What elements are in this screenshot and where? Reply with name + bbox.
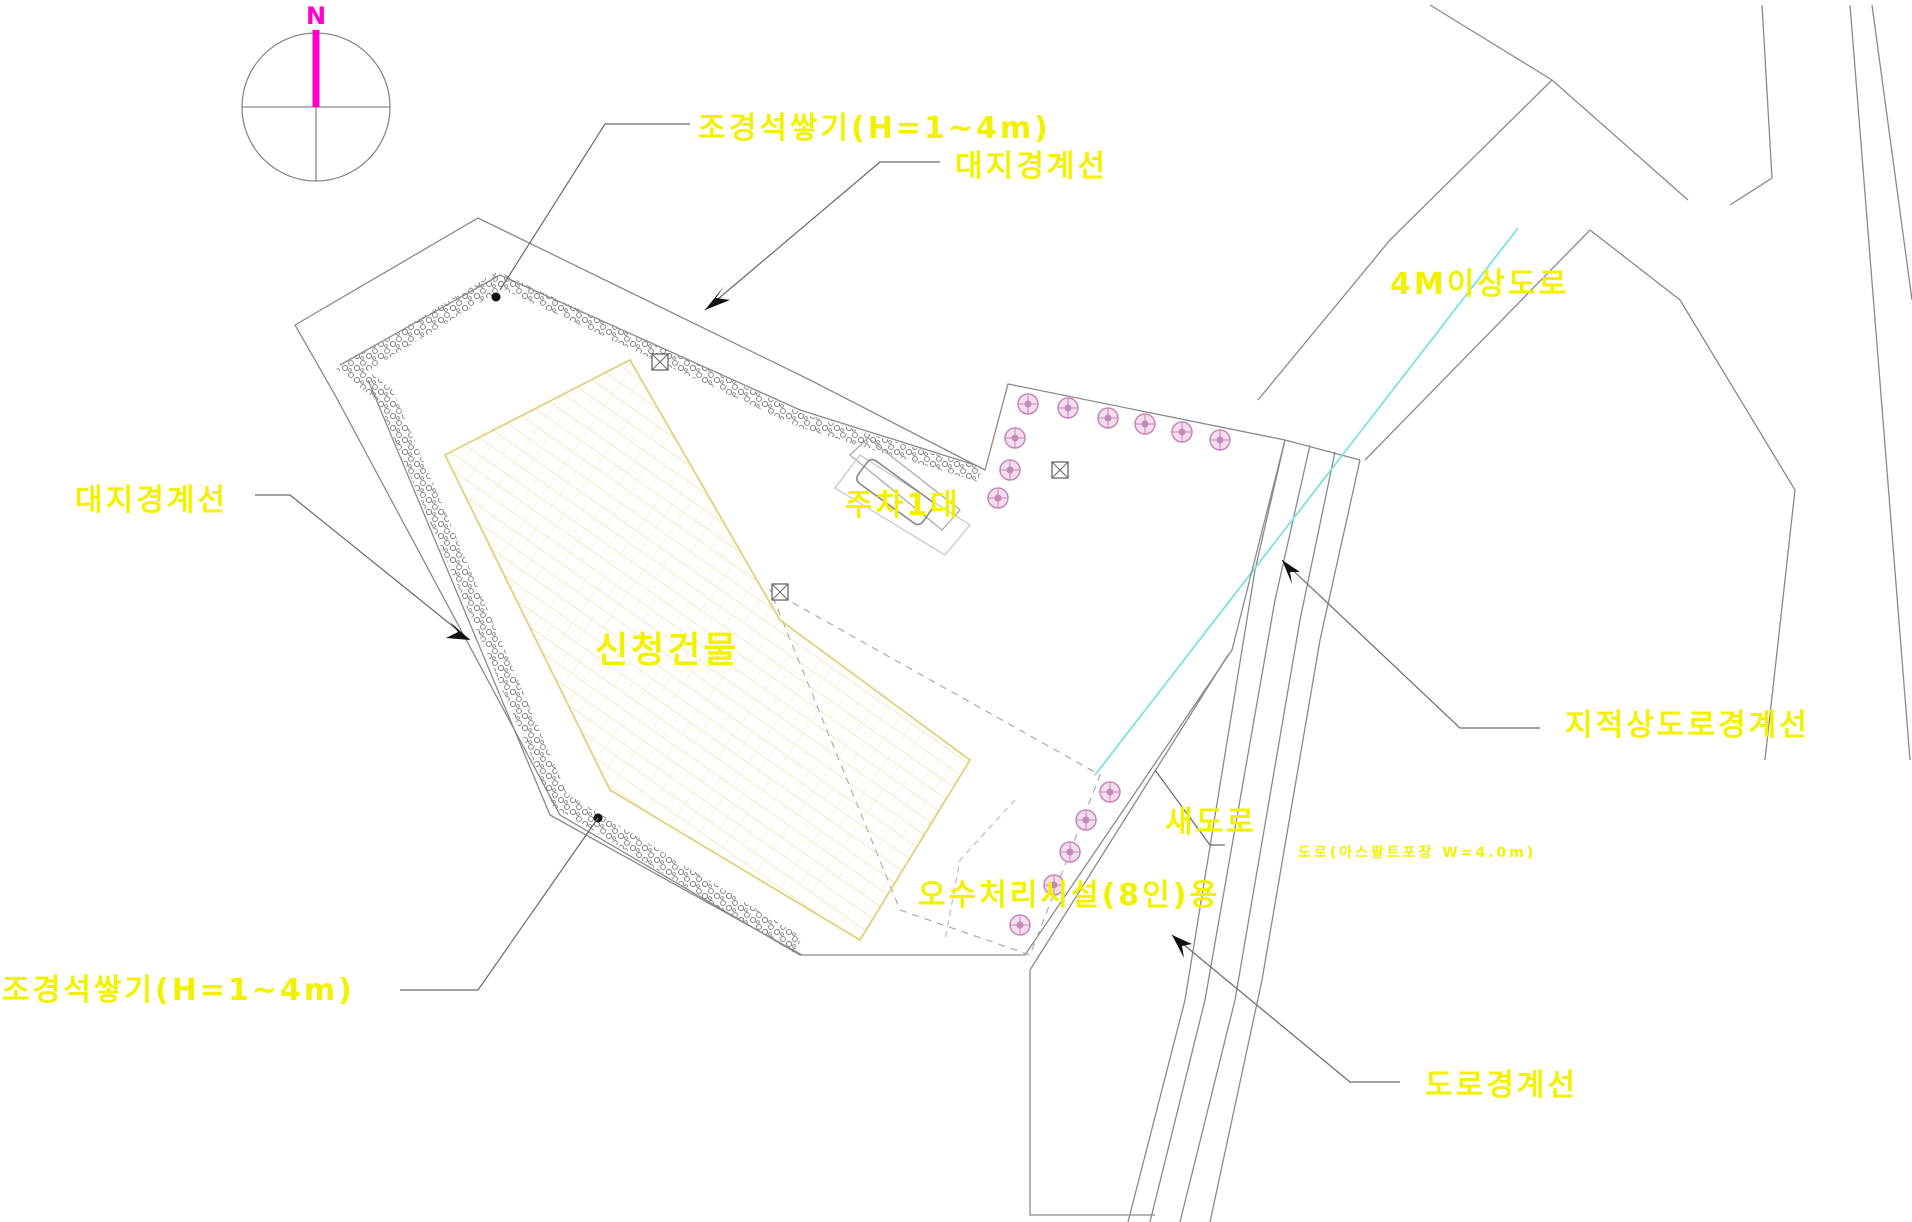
label-cadastral-road-boundary: 지적상도로경계선 — [1565, 708, 1810, 743]
label-sewage: 오수처리시설(8인)용 — [918, 878, 1220, 913]
manhole-icon — [651, 353, 669, 371]
label-retaining-top: 조경석쌓기(H=1~4m) — [698, 111, 1051, 146]
tree-icon — [1075, 809, 1097, 831]
tree-icon — [1097, 407, 1119, 429]
tree-icon — [1017, 393, 1039, 415]
site-boundary — [294, 217, 1286, 956]
north-arrow-icon: N — [241, 2, 391, 182]
tree-icon — [1059, 841, 1081, 863]
label-road-boundary: 도로경계선 — [1425, 1068, 1578, 1103]
label-new-road: 새도로 — [1165, 805, 1257, 840]
road-centerline — [1094, 227, 1519, 776]
leader-lines — [255, 123, 1540, 1083]
label-retaining-bottom: 조경석쌓기(H=1~4m) — [2, 973, 355, 1008]
tree-icon — [1134, 413, 1156, 435]
parking-stall — [834, 437, 971, 556]
building-footprint — [443, 358, 972, 942]
label-site-boundary-top: 대지경계선 — [955, 149, 1108, 184]
tree-icon — [1171, 421, 1193, 443]
trees — [987, 393, 1231, 936]
tree-icon — [1099, 781, 1121, 803]
manhole-icon — [771, 583, 789, 601]
surrounding-parcel-lines — [1257, 4, 1912, 761]
road-lines — [1029, 439, 1361, 1222]
label-new-road-note: 도로(아스팔트포장 W=4.0m) — [1298, 844, 1536, 861]
label-building: 신청건물 — [595, 630, 739, 671]
label-parking: 주차1대 — [845, 488, 961, 523]
survey-point — [491, 292, 501, 302]
car-icon — [855, 458, 935, 526]
tree-icon — [1057, 397, 1079, 419]
tree-icon — [1004, 427, 1026, 449]
manhole-icon — [1051, 461, 1069, 479]
label-road-4m: 4M이상도로 — [1390, 267, 1569, 302]
label-site-boundary-left: 대지경계선 — [75, 483, 228, 518]
tree-icon — [999, 459, 1021, 481]
tree-icon — [1209, 429, 1231, 451]
north-letter: N — [306, 2, 326, 30]
retaining-stone-wall — [336, 272, 803, 953]
tree-icon — [987, 487, 1009, 509]
tree-icon — [1009, 914, 1031, 936]
